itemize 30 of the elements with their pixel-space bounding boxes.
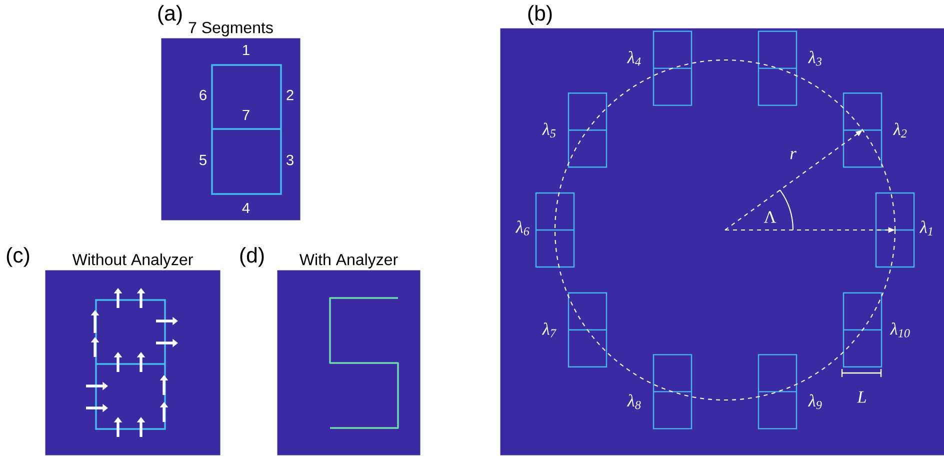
image-panel: With Analyzer	[277, 254, 420, 456]
wavelength-label: λ$_{10}$	[890, 322, 910, 338]
symbol-label: L	[856, 391, 866, 403]
node-label: 7 Segments	[188, 22, 273, 36]
segment-number: 7	[242, 110, 250, 120]
segment-number: 3	[286, 154, 294, 166]
segment-number: 1	[243, 44, 250, 56]
wavelength-label: λ$_{8}$	[626, 394, 641, 410]
segment-number: 2	[286, 90, 294, 100]
segment-number: 6	[200, 90, 206, 100]
wavelength-label: λ$_{6}$	[515, 220, 530, 236]
wavelength-label: λ$_{2}$	[892, 122, 907, 138]
symbol-label: r	[790, 150, 796, 160]
wavelength-label: λ$_{4}$	[626, 50, 641, 66]
panel-letter: (a)	[158, 5, 182, 25]
wavelength-label: λ$_{7}$	[542, 322, 556, 338]
wavelength-label: λ$_{1}$	[919, 220, 932, 236]
node-label: With Analyzer	[299, 254, 398, 268]
wavelength-label: λ$_{3}$	[808, 50, 822, 66]
angle-label: Λ	[764, 211, 776, 223]
node-label: Without Analyzer	[72, 254, 193, 268]
wavelength-label: λ$_{5}$	[542, 122, 556, 138]
segment-number: 4	[242, 202, 250, 214]
image-panel: Without Analyzer	[45, 254, 220, 456]
panel-letter: (d)	[240, 247, 264, 267]
segment-number: 5	[200, 154, 206, 166]
panel-letter: (c)	[6, 247, 30, 267]
panel-letter: (b)	[528, 5, 552, 25]
image-panel	[500, 28, 944, 456]
wavelength-label: λ$_{9}$	[808, 394, 822, 410]
